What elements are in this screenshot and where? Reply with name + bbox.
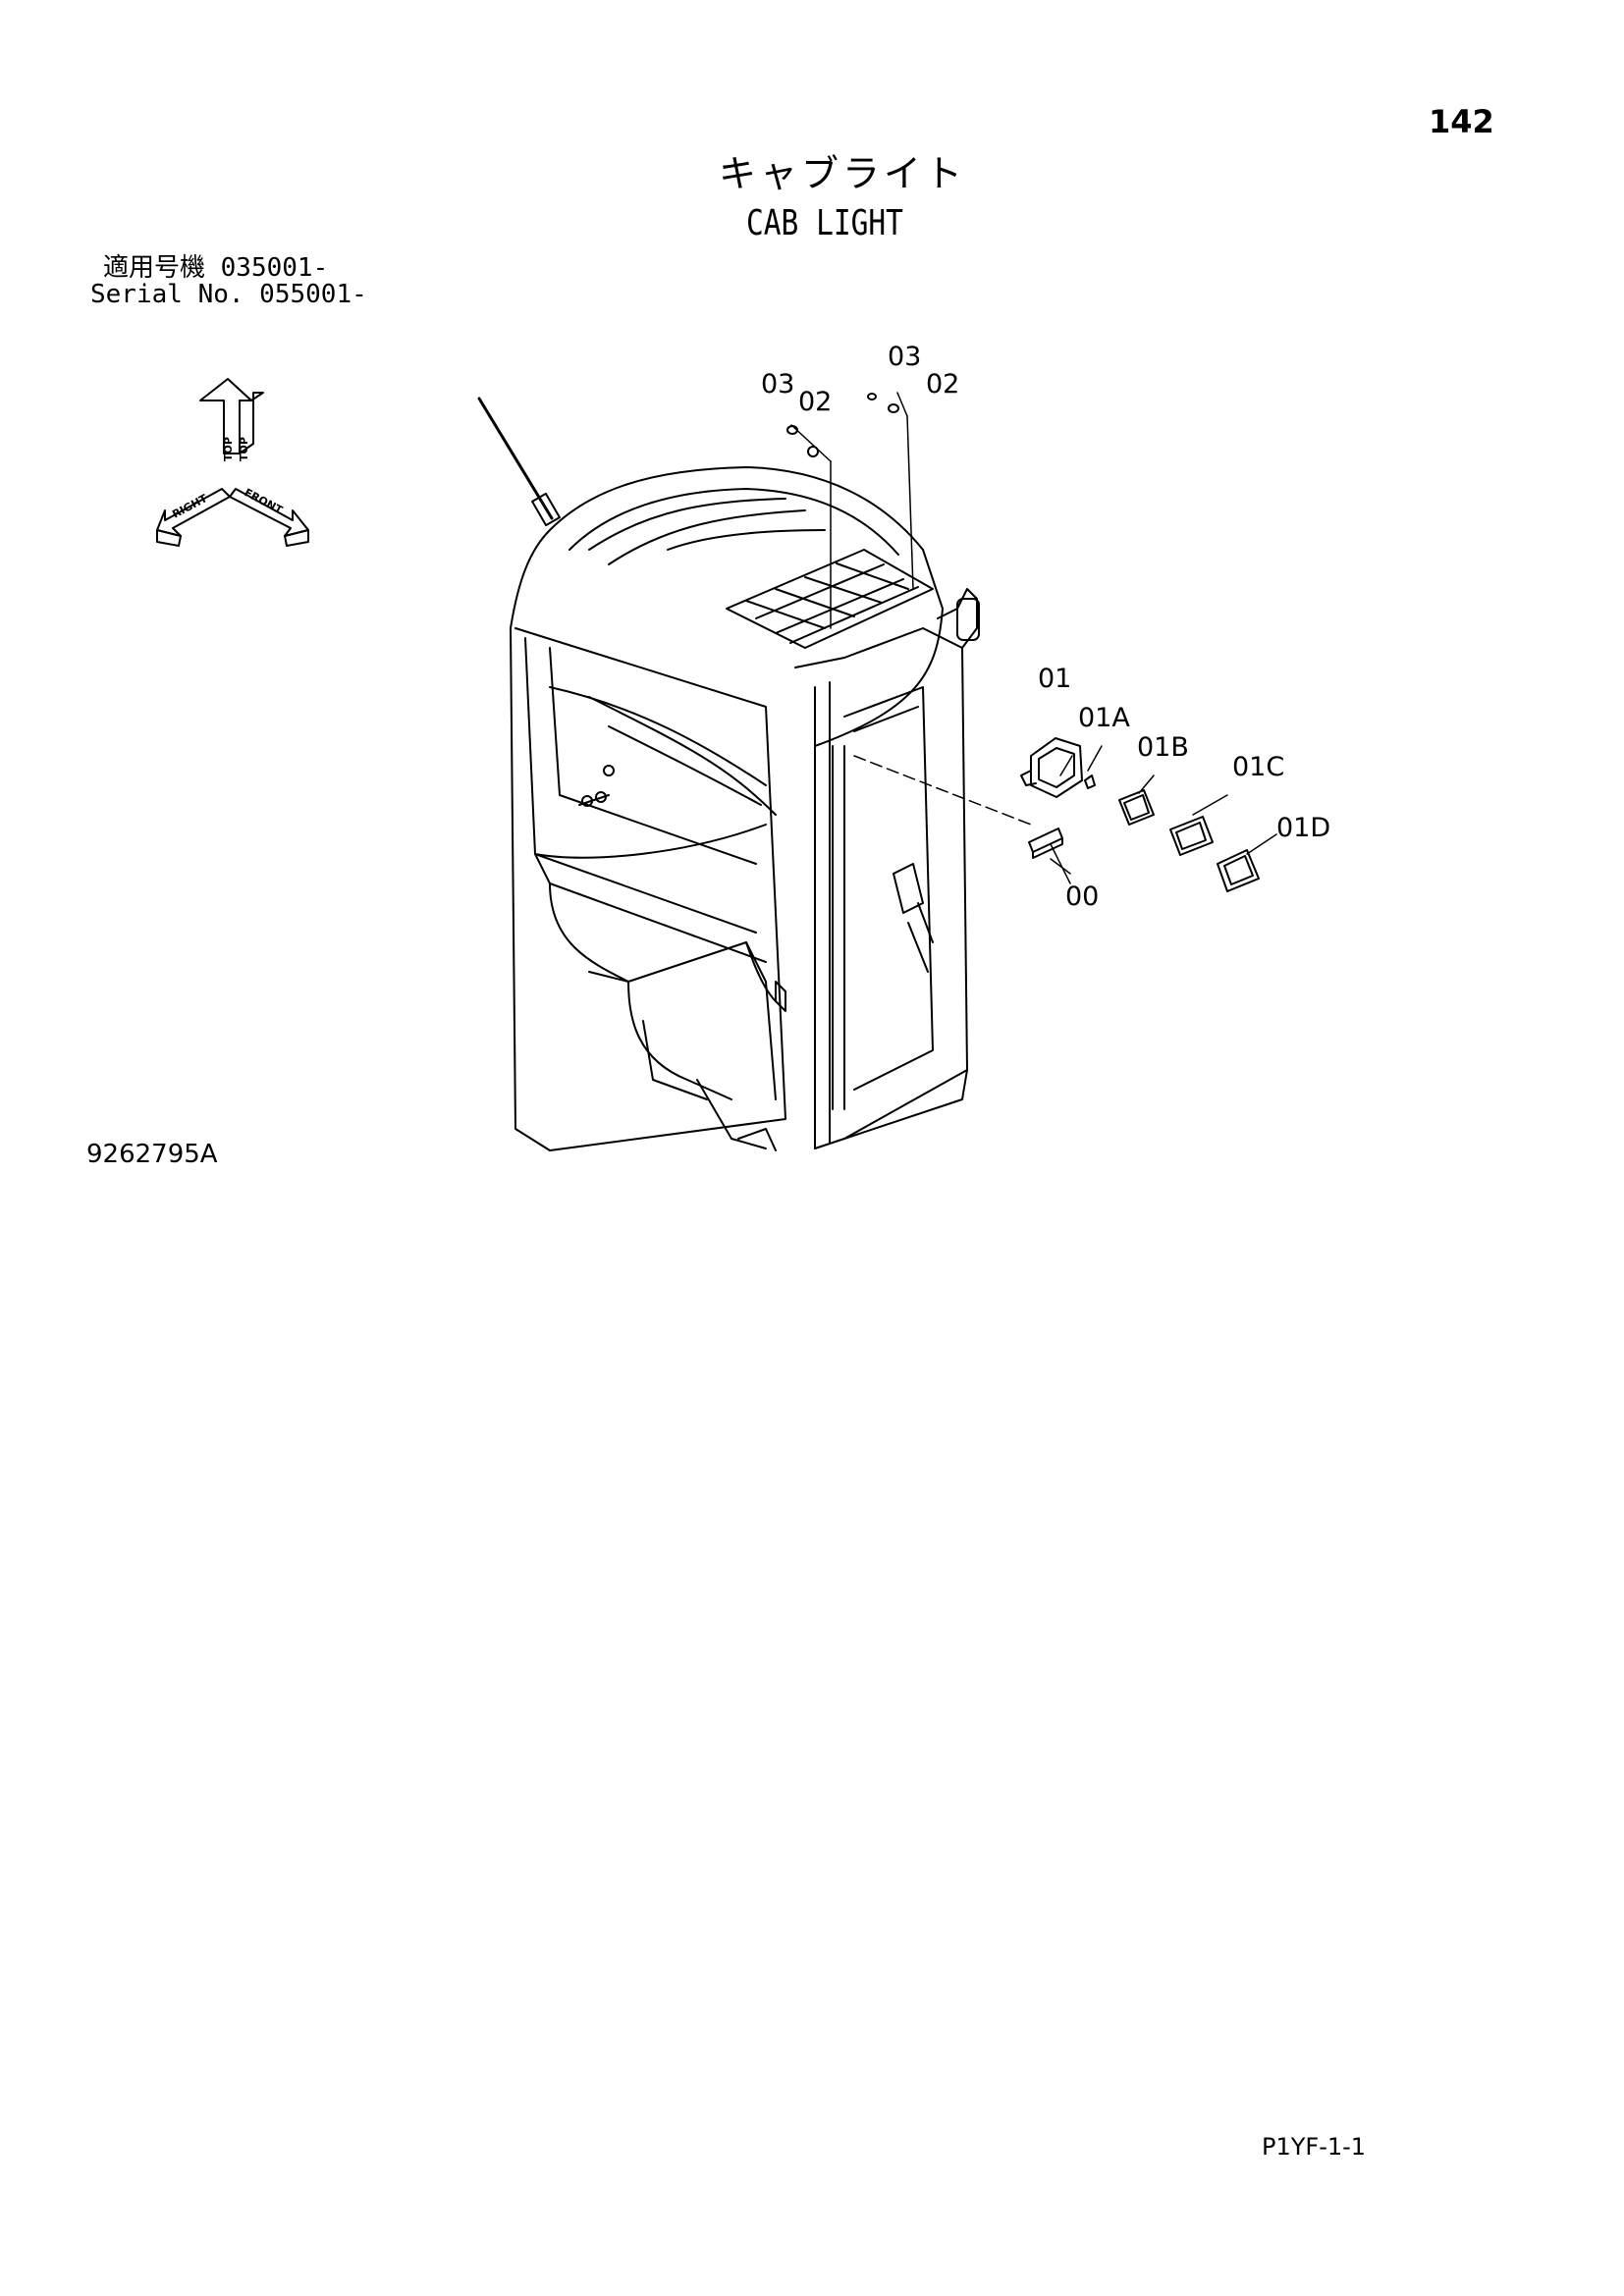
callout-01B: 01B (1137, 732, 1189, 763)
callout-01C: 01C (1232, 752, 1284, 782)
orientation-indicator-icon: TOP TOP RIGHT FRONT (156, 378, 309, 547)
orientation-front-label: FRONT (243, 486, 286, 516)
part-callouts: 03 02 03 02 01 01A 01B 01C 01D 00 (761, 342, 1330, 912)
orientation-top-label: TOP (222, 437, 235, 461)
callout-01D: 01D (1276, 813, 1330, 843)
cab-frame-drawing (477, 397, 980, 1151)
page-title-english: CAB LIGHT (746, 203, 903, 243)
callout-01A: 01A (1078, 703, 1130, 733)
orientation-top-label-2: TOP (238, 437, 250, 461)
callout-02-right: 02 (926, 369, 959, 400)
callout-03-left: 03 (761, 369, 794, 400)
callout-01: 01 (1038, 664, 1071, 694)
page-code: P1YF-1-1 (1262, 2133, 1367, 2161)
leader-lines (790, 392, 1277, 884)
drawing-number: 9262795A (86, 1140, 218, 1169)
serial-range-japanese: 適用号機 035001- (103, 253, 329, 283)
page-title-japanese: キャブライト (719, 152, 967, 195)
page-number: 142 (1429, 103, 1494, 140)
serial-range-english: Serial No. 055001- (90, 280, 367, 309)
cab-light-parts (1020, 737, 1260, 892)
callout-03-right: 03 (888, 342, 921, 372)
callout-00: 00 (1065, 881, 1099, 912)
orientation-right-label: RIGHT (170, 492, 209, 521)
fasteners (786, 393, 899, 457)
callout-02-left: 02 (798, 387, 832, 417)
